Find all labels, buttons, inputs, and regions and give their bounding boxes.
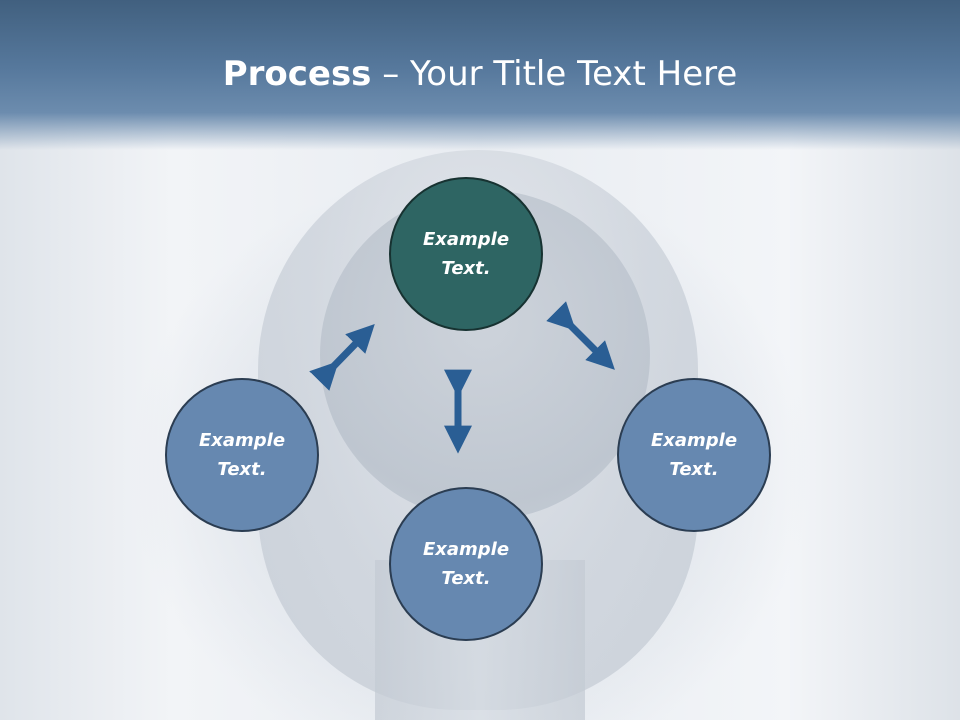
title-rest: – Your Title Text Here	[371, 54, 738, 94]
title-bold: Process	[222, 54, 372, 94]
double-arrow-right	[546, 301, 615, 370]
slide-title: Process – Your Title Text Here	[0, 54, 960, 94]
node-left-line1: Example	[198, 430, 286, 451]
double-arrow-left	[309, 323, 375, 391]
node-right-line1: Example	[650, 430, 738, 451]
node-bottom-line2: Text.	[441, 568, 491, 589]
node-left-line2: Text.	[217, 459, 267, 480]
node-top-line2: Text.	[441, 258, 491, 279]
node-top-line1: Example	[422, 229, 510, 250]
node-right-line2: Text.	[669, 459, 719, 480]
node-bottom-line1: Example	[422, 539, 510, 560]
header-band	[0, 0, 960, 150]
